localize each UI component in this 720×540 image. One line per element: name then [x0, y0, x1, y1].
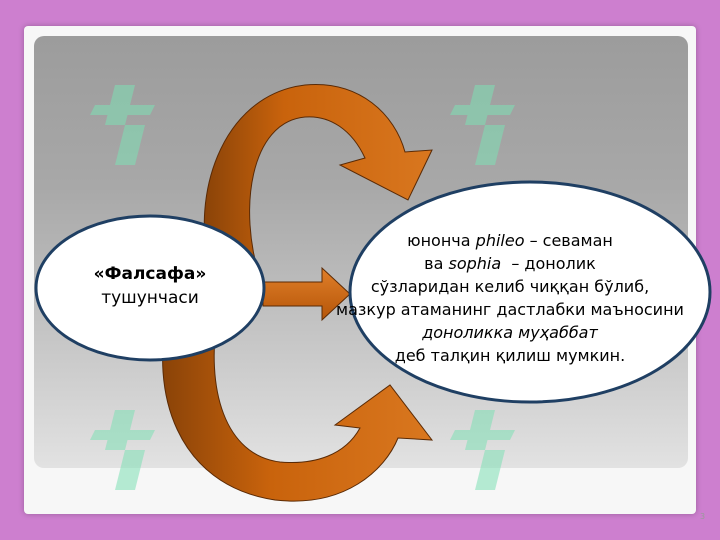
definition-line-6: деб талқин қилиш мумкин. [394, 346, 626, 365]
definition-line-4: мазкур атаманинг дастлабки маъносини [336, 300, 684, 319]
definition-text: – севаман [524, 231, 613, 250]
right-definition-ellipse [348, 180, 712, 404]
definition-text: – донолик [501, 254, 596, 273]
definition-line-5: доноликка муҳаббат [422, 323, 598, 342]
bottom-curved-arrow [162, 311, 434, 502]
left-concept-ellipse [34, 214, 266, 362]
concept-subtitle: тушунчаси [101, 288, 199, 308]
definition-text: юнонча [407, 231, 476, 250]
definition-line-1: юнонча phileo – севаман [300, 229, 720, 252]
watermark-logo-icon [90, 410, 155, 490]
middle-arrow [262, 266, 351, 322]
concept-title: «Фалсафа» [93, 264, 207, 284]
watermark-logo-icon [90, 85, 155, 165]
slide-number: 3 [700, 512, 706, 521]
definition-text: ва [424, 254, 449, 273]
watermark-logo-icon [450, 85, 515, 165]
definition-line-2: ва sophia – донолик [300, 252, 720, 275]
greek-term-phileo: phileo [475, 231, 525, 250]
top-curved-arrow [203, 84, 433, 279]
definition-line-3: сўзларидан келиб чиққан бўлиб, [370, 277, 650, 296]
right-definition-label: юнонча phileo – севаман ва sophia – доно… [300, 229, 720, 367]
watermark-logo-icon [450, 410, 515, 490]
greek-term-sophia: sophia [448, 254, 502, 273]
left-concept-label: «Фалсафа» тушунчаси [50, 262, 250, 310]
